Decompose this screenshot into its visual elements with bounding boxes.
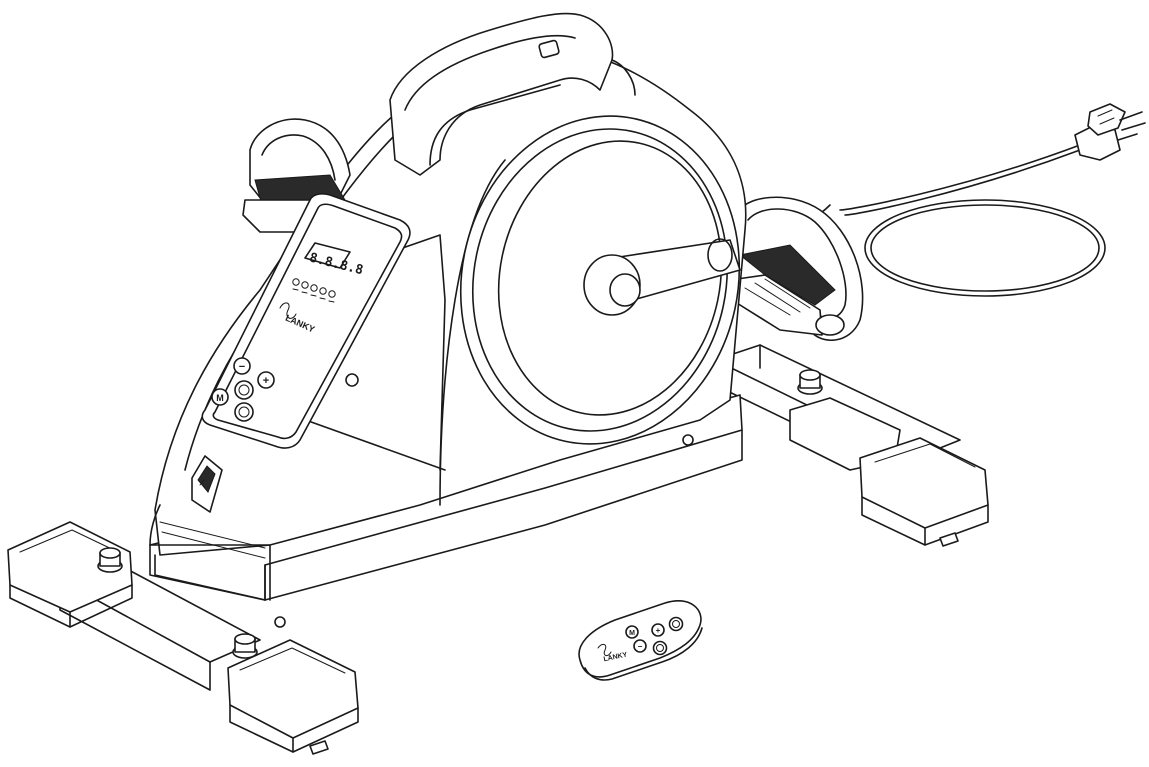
svg-text:+: + xyxy=(263,375,269,387)
remote-mode-button[interactable]: M xyxy=(625,625,639,639)
remote-brand-text: LANKY xyxy=(603,651,628,663)
console-buttons: − + M xyxy=(211,357,275,422)
svg-text:M: M xyxy=(216,393,224,403)
rear-foot-cap xyxy=(859,437,989,547)
carry-handle xyxy=(389,12,636,176)
rear-bolt xyxy=(797,369,823,395)
remote-minus-button[interactable]: − xyxy=(633,639,647,653)
console-panel xyxy=(201,193,411,449)
remote-control[interactable]: LANKY M − + xyxy=(578,600,703,681)
crank-arm xyxy=(583,238,741,316)
rocker-switch[interactable] xyxy=(191,455,223,513)
front-left-foot-cap xyxy=(7,521,133,628)
indicator-leds xyxy=(292,278,336,303)
front-bolt-1 xyxy=(97,547,123,573)
remote-start-button[interactable] xyxy=(652,640,668,656)
console-plus-button[interactable]: + xyxy=(257,371,275,389)
svg-text:M: M xyxy=(629,630,635,637)
right-pedal xyxy=(729,196,864,342)
svg-text:−: − xyxy=(638,642,643,651)
remote-power-button[interactable] xyxy=(668,616,684,632)
console-start-button[interactable] xyxy=(234,402,254,422)
remote-plus-button[interactable]: + xyxy=(651,623,665,637)
svg-text:−: − xyxy=(239,361,245,373)
remote-logo: LANKY xyxy=(597,643,628,663)
console-power-button[interactable] xyxy=(234,380,254,400)
front-right-foot-cap xyxy=(227,639,359,755)
front-bolt-2 xyxy=(232,633,258,659)
svg-text:+: + xyxy=(656,626,661,635)
console-minus-button[interactable]: − xyxy=(233,357,251,375)
power-plug xyxy=(1074,103,1146,161)
console-mode-button[interactable]: M xyxy=(211,388,229,406)
